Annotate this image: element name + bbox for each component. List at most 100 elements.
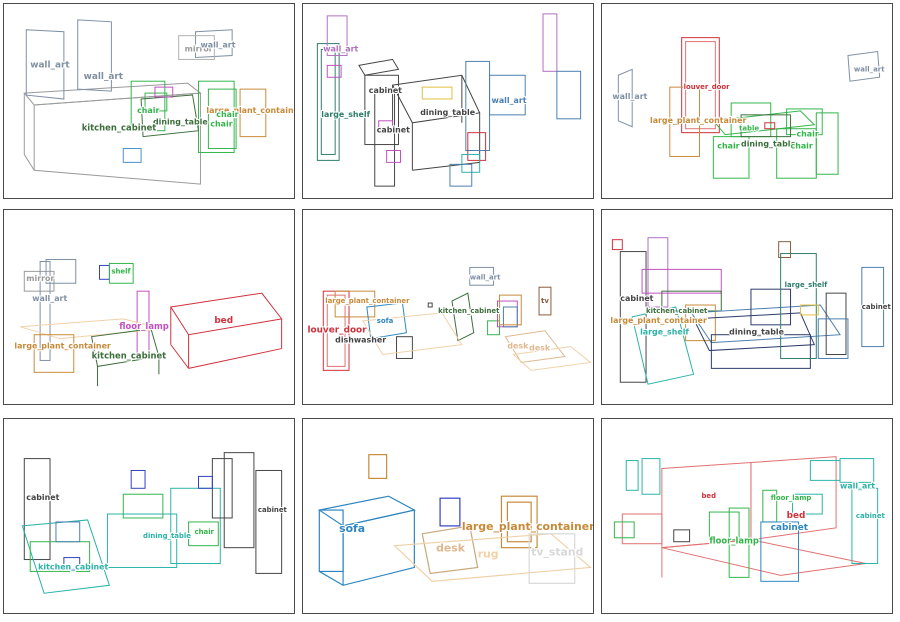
scene-wireframe-4: mirror wall_art floor_lamp bed large_pla… (13, 258, 283, 387)
label-large-shelf: large_shelf (785, 281, 829, 289)
label-cabinet: cabinet (258, 506, 288, 514)
box-chair-2 (197, 80, 235, 153)
box-cabinet (374, 90, 396, 187)
box-sofa (366, 302, 407, 340)
label-wall-art: wall_art (32, 294, 67, 303)
scene-panel-4: mirror wall_art floor_lamp bed large_pla… (3, 209, 295, 405)
label-shelf: shelf (111, 267, 131, 275)
label-tv: tv (541, 297, 549, 305)
box-large-shelf (780, 253, 817, 359)
box-large-shelf (631, 306, 695, 385)
box-wall-art-3 (195, 29, 233, 58)
label-chair: chair (216, 110, 238, 119)
label-sofa: sofa (339, 522, 365, 535)
label-chair: chair (796, 130, 818, 139)
scene-wireframe-5: wall_art large_plant_container kitchen_c… (306, 266, 592, 371)
box-wall-art (326, 15, 348, 56)
label-cabinet: cabinet (369, 86, 402, 95)
label-mirror: mirror (185, 45, 213, 54)
box-cabinet (364, 74, 400, 146)
label-chair: chair (210, 120, 232, 129)
box-wall-art-2 (77, 19, 112, 92)
box-kitchen-cabinet (661, 290, 722, 312)
label-chair: chair (717, 142, 739, 151)
label-wall-art: wall_art (84, 72, 124, 82)
label-large-plant-container: large_plant_container (14, 342, 111, 351)
label-dishwasher: dishwasher (335, 336, 386, 345)
label-cabinet: cabinet (856, 512, 886, 520)
box-louver-door (681, 37, 720, 134)
label-sofa: sofa (377, 317, 394, 325)
scene-wireframe-2: wall_art large_shelf cabinet cabinet din… (316, 13, 582, 187)
label-wall-art: wall_art (854, 65, 885, 73)
label-kitchen-cabinet: kitchen_cabinet (92, 350, 167, 360)
label-floor-lamp: floor_lamp (771, 494, 812, 502)
box-wall-art (39, 260, 51, 361)
scene-wireframe-6: cabinet large_plant_container large_shel… (609, 237, 892, 385)
box-sofa (317, 495, 417, 527)
label-cabinet: cabinet (771, 523, 809, 533)
box-plant (669, 86, 700, 157)
scene-wireframe-7: cabinet kitchen_cabinet dining_table cab… (21, 452, 289, 594)
scene-panel-3: wall_art louver_door wall_art large_plan… (601, 3, 893, 199)
box-wall-art-1 (25, 29, 65, 100)
scene-wireframe-8: sofa large_plant_container desk rug tv_s… (317, 454, 593, 587)
box-rug (393, 533, 592, 582)
box-cabinet (255, 469, 283, 574)
box-wall-art (542, 13, 558, 72)
label-kitchen-cabinet: kitchen_cabinet (438, 307, 500, 315)
label-dining-table: dining_table (741, 140, 796, 149)
label-cabinet: cabinet (377, 126, 410, 135)
box-dining-table (712, 110, 816, 136)
label-large-plant-container: large_plant_container (206, 106, 294, 115)
box-tv (538, 286, 552, 316)
box-small-item (122, 148, 142, 163)
scene-panel-7: cabinet kitchen_cabinet dining_table cab… (3, 418, 295, 614)
box-dining-table (106, 513, 178, 568)
label-louver-door: louver_door (684, 83, 731, 91)
box-cabinet (825, 292, 847, 356)
label-large-plant-container: large_plant_container (610, 316, 707, 325)
label-desk: desk (507, 342, 529, 351)
label-dining-table: dining_table (153, 118, 208, 127)
box-floor-lamp (728, 507, 750, 578)
label-cabinet: cabinet (620, 294, 653, 303)
scene-wireframe-3: wall_art louver_door wall_art large_plan… (611, 37, 886, 179)
label-table: table (739, 125, 759, 133)
box-cabinet (619, 251, 647, 383)
label-dining-table: dining_table (729, 328, 784, 337)
box-wall-art (625, 460, 639, 491)
box-large-shelf (316, 43, 340, 161)
label-bed: bed (787, 511, 806, 521)
box-mirror (23, 270, 55, 292)
box-wall-art (469, 266, 495, 286)
label-wall-art: wall_art (840, 481, 875, 490)
box-plant (239, 88, 267, 138)
scene-panel-6: cabinet large_plant_container large_shel… (601, 209, 893, 405)
label-chair: chair (791, 142, 813, 151)
box-cabinet (851, 487, 879, 565)
label-large-plant-container: large_plant_container (650, 116, 747, 125)
label-kitchen-cabinet: kitchen_cabinet (82, 123, 157, 133)
label-kitchen-cabinet: kitchen_cabinet (38, 562, 108, 571)
label-dining-table: dining_table (420, 108, 475, 117)
label-wall-art: wall_art (612, 92, 647, 101)
box-cabinet (23, 458, 51, 561)
box-dishwasher (396, 336, 413, 359)
label-desk: desk (436, 542, 466, 555)
box-dining-table (140, 94, 200, 138)
box-wall-art (847, 50, 881, 82)
label-dining-table: dining_table (143, 532, 191, 540)
label-bed: bed (701, 492, 716, 500)
box-mirror (178, 35, 215, 60)
box-cabinet (760, 521, 799, 582)
label-louver-door: louver_door (307, 326, 367, 336)
label-large-plant-container: large_plant_container (325, 297, 410, 305)
label-wall-art: wall_art (200, 41, 235, 50)
box-kitchen-cabinet (451, 292, 475, 342)
box-plant (33, 334, 75, 373)
scene-panel-9: bed floor_lamp wall_art cabinet floor_la… (601, 418, 893, 614)
scene-panel-2: wall_art large_shelf cabinet cabinet din… (302, 3, 594, 199)
box-rug (512, 346, 592, 371)
box-plant (334, 290, 376, 318)
